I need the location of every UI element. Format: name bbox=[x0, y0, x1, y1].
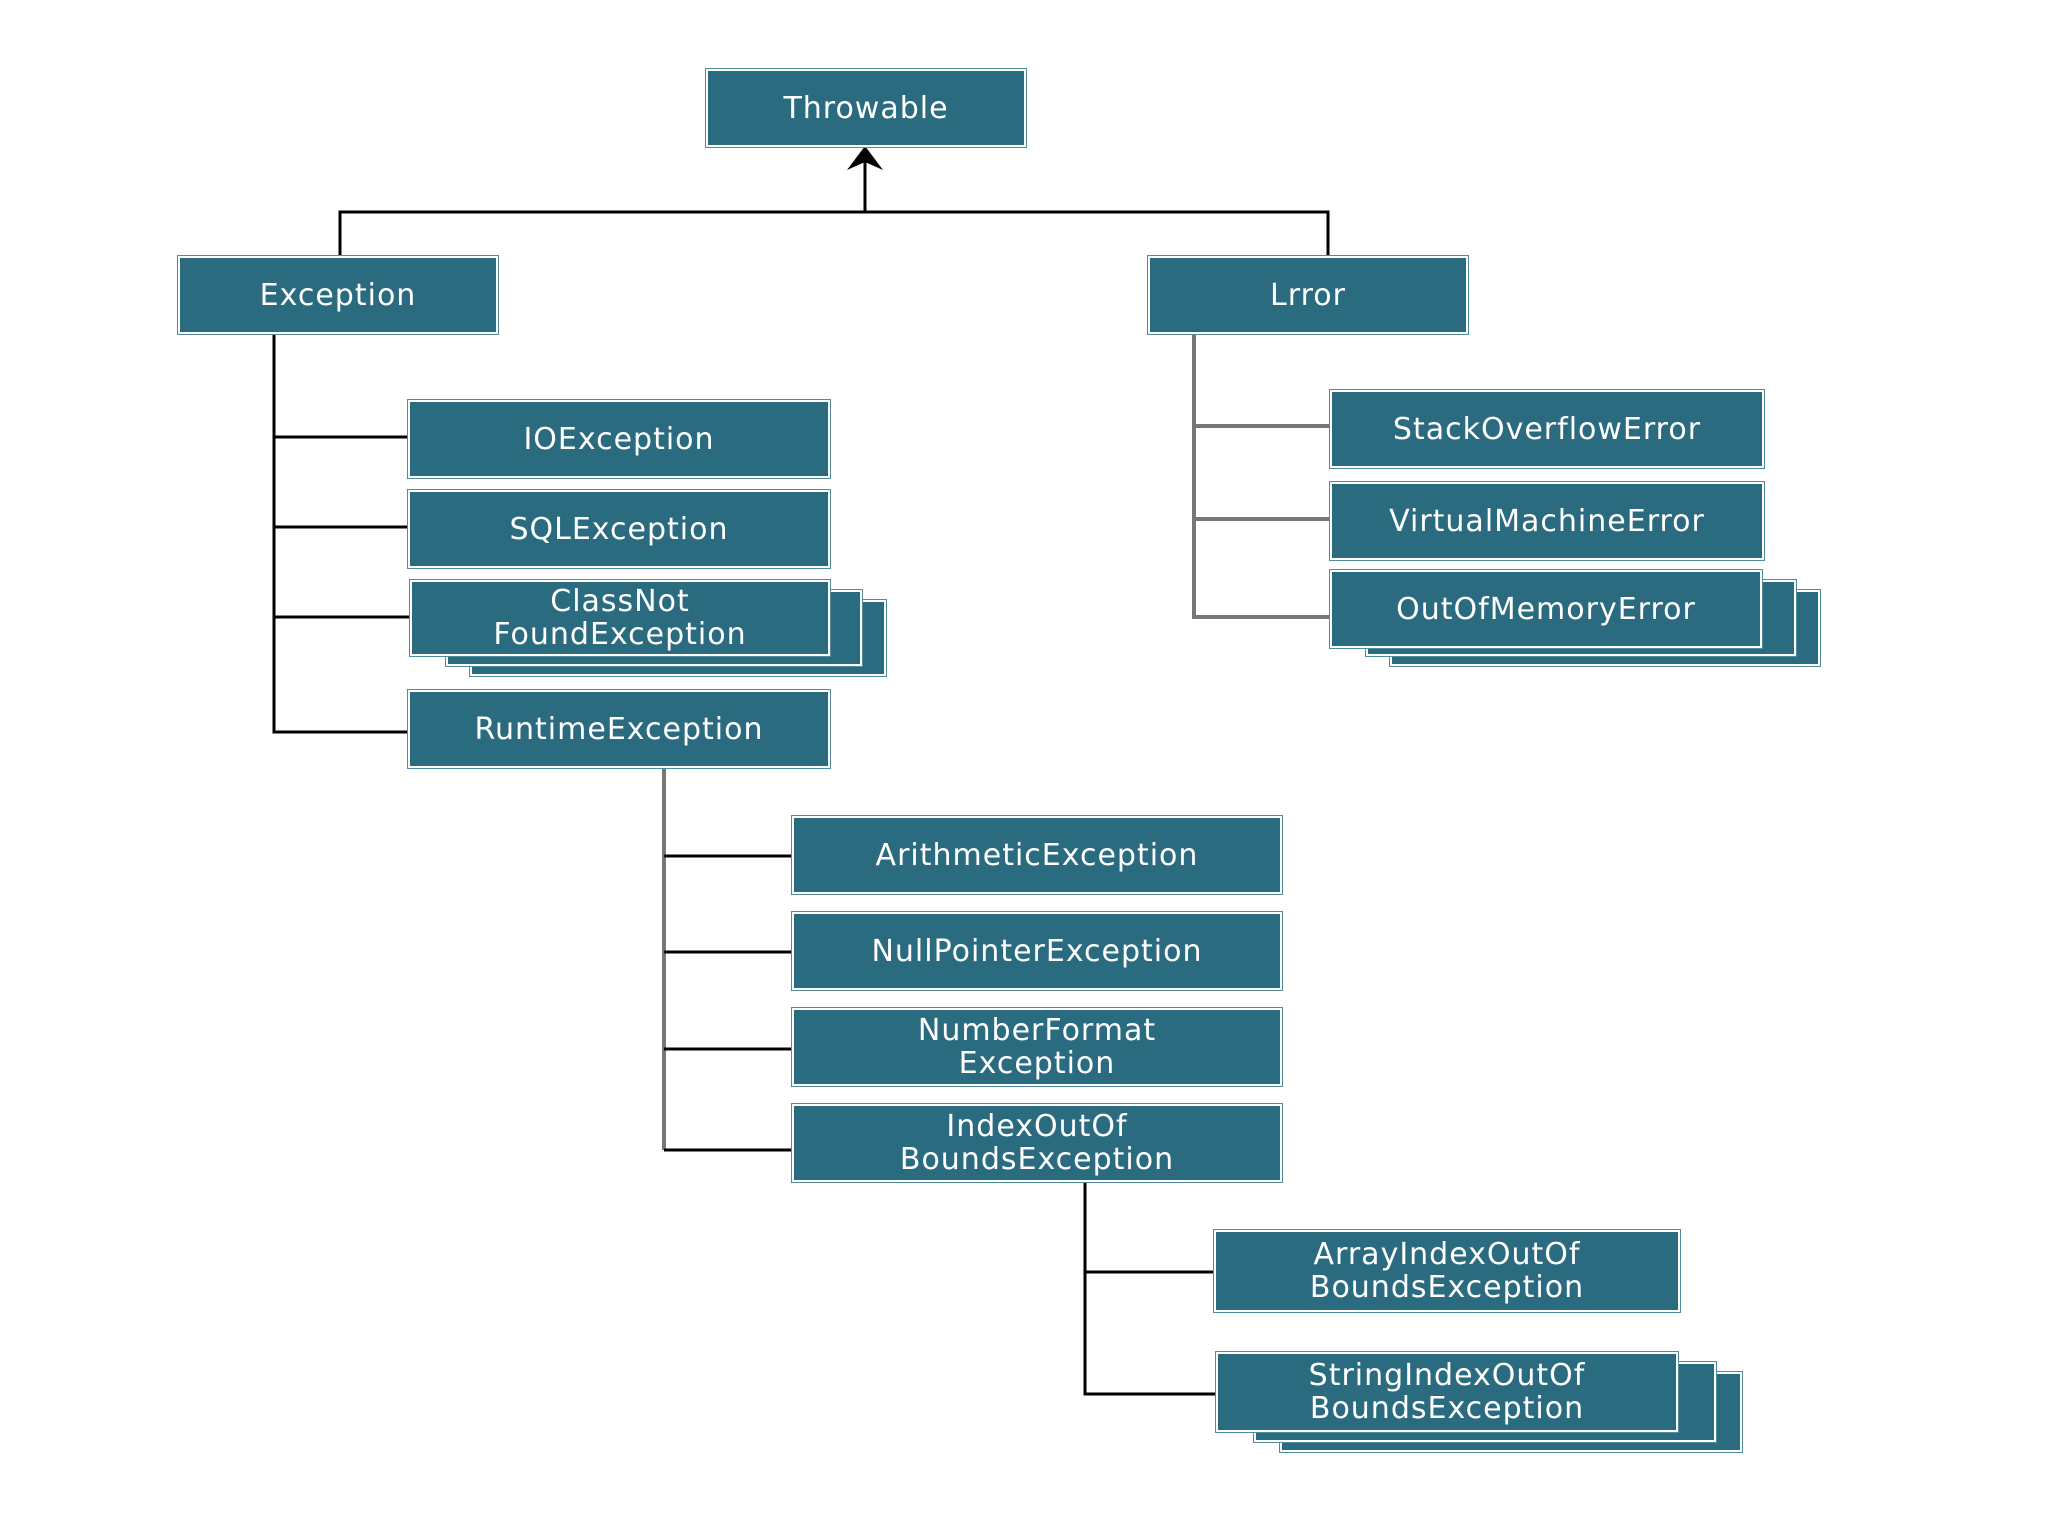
node-numberformatexception: NumberFormat Exception bbox=[792, 1008, 1282, 1086]
node-stackoverflowerror: StackOverflowError bbox=[1330, 390, 1764, 468]
connector-index-children bbox=[1083, 1180, 1216, 1396]
node-exception: Exception bbox=[178, 256, 498, 334]
connector-exception-children bbox=[272, 334, 410, 734]
node-indexoutofboundsexception: IndexOutOf BoundsException bbox=[792, 1104, 1282, 1182]
node-arithmeticexception: ArithmeticException bbox=[792, 816, 1282, 894]
node-outofmemoryerror: OutOfMemoryError bbox=[1330, 570, 1762, 648]
node-stringindexoutofboundsexception: StringIndexOutOf BoundsException bbox=[1216, 1352, 1678, 1432]
node-throwable: Throwable bbox=[706, 69, 1026, 147]
node-arrayindexoutofboundsexception: ArrayIndexOutOf BoundsException bbox=[1214, 1230, 1680, 1312]
node-nullpointerexception: NullPointerException bbox=[792, 912, 1282, 990]
arrow-head-icon bbox=[847, 146, 883, 170]
node-classnotfoundexception: ClassNot FoundException bbox=[410, 580, 830, 656]
node-runtimeexception: RuntimeException bbox=[408, 690, 830, 768]
node-ioexception: IOException bbox=[408, 400, 830, 478]
node-error: Lrror bbox=[1148, 256, 1468, 334]
node-virtualmachineerror: VirtualMachineError bbox=[1330, 482, 1764, 560]
connector-throwable-children bbox=[338, 150, 1330, 258]
node-sqlexception: SQLException bbox=[408, 490, 830, 568]
connector-error-children bbox=[1192, 334, 1330, 619]
connector-runtime-children bbox=[664, 854, 792, 1152]
